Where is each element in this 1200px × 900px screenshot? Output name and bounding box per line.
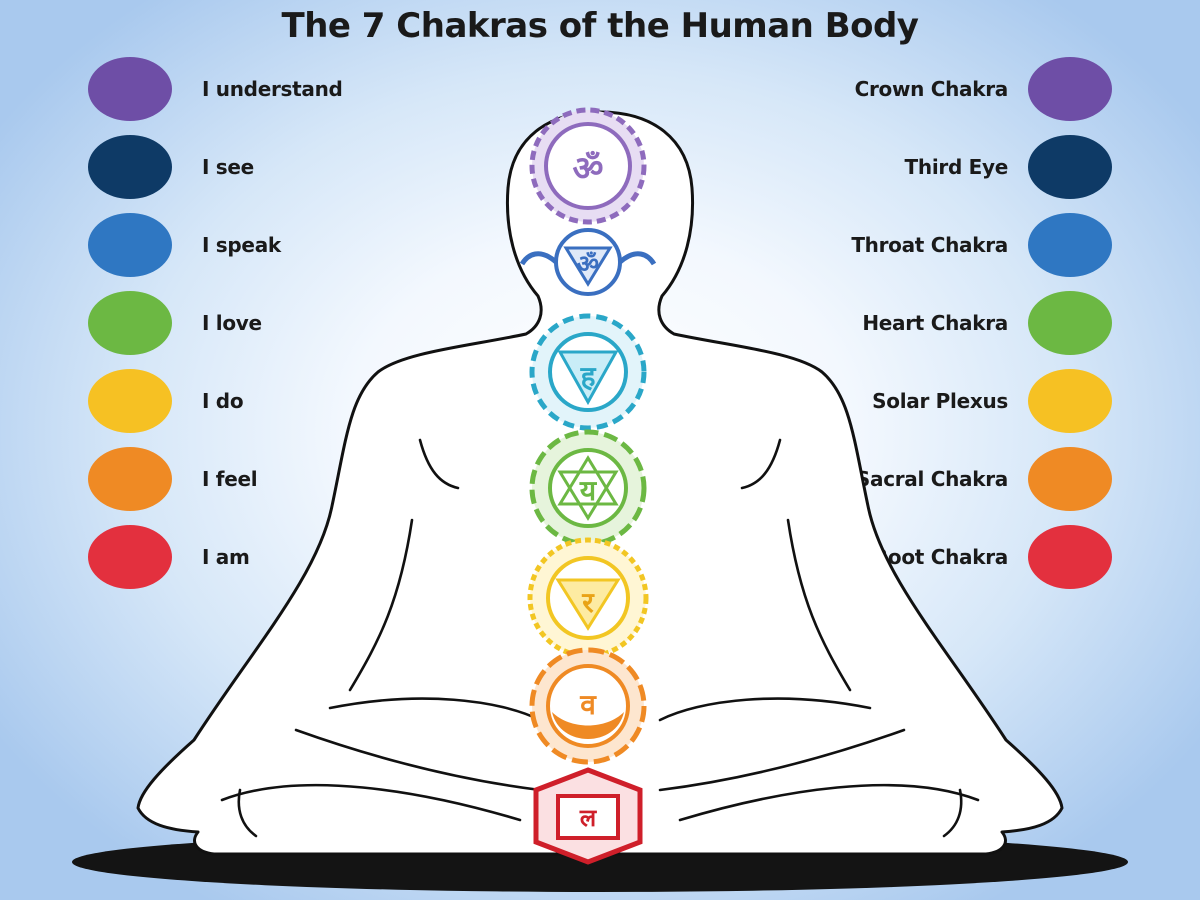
affirmation-label: I understand: [202, 77, 343, 101]
list-item: I understand: [88, 50, 418, 128]
ham-lotus-icon: ह: [580, 360, 597, 393]
list-item: Sacral Chakra: [782, 440, 1112, 518]
color-dot: [88, 369, 172, 433]
heart-chakra-symbol: य: [529, 429, 647, 547]
chakra-label: Third Eye: [904, 155, 1009, 179]
throat-chakra-symbol: ह: [529, 313, 647, 431]
sacral-chakra-symbol: व: [529, 647, 647, 765]
affirmation-label: I am: [202, 545, 250, 569]
color-dot: [88, 447, 172, 511]
list-item: I see: [88, 128, 418, 206]
body-detail-lines: [220, 438, 980, 838]
lam-lotus-icon: ल: [579, 804, 598, 832]
color-dot: [1028, 57, 1112, 121]
list-item: Throat Chakra: [782, 206, 1112, 284]
chakra-label: Throat Chakra: [851, 233, 1008, 257]
list-item: I love: [88, 284, 418, 362]
chakra-label: Heart Chakra: [862, 311, 1008, 335]
affirmation-label: I speak: [202, 233, 281, 257]
chakra-label: Sacral Chakra: [855, 467, 1008, 491]
color-dot: [1028, 213, 1112, 277]
root-chakra-symbol: ल: [533, 767, 643, 865]
list-item: I speak: [88, 206, 418, 284]
list-item: I feel: [88, 440, 418, 518]
list-item: Solar Plexus: [782, 362, 1112, 440]
color-dot: [1028, 291, 1112, 355]
list-item: Crown Chakra: [782, 50, 1112, 128]
page-title: The 7 Chakras of the Human Body: [281, 6, 919, 46]
affirmation-label: I love: [202, 311, 262, 335]
list-item: Root Chakra: [782, 518, 1112, 596]
ram-lotus-icon: र: [581, 586, 595, 619]
third-eye-symbol: ॐ: [519, 228, 657, 296]
color-dot: [1028, 369, 1112, 433]
chakra-label: Solar Plexus: [872, 389, 1008, 413]
color-dot: [1028, 447, 1112, 511]
color-dot: [88, 135, 172, 199]
list-item: I do: [88, 362, 418, 440]
list-item: I am: [88, 518, 418, 596]
chakra-label: Crown Chakra: [854, 77, 1009, 101]
om-lotus-icon: ॐ: [572, 149, 603, 189]
list-item: Heart Chakra: [782, 284, 1112, 362]
color-dot: [88, 291, 172, 355]
color-dot: [88, 213, 172, 277]
affirmation-label: I do: [202, 389, 244, 413]
color-dot: [88, 57, 172, 121]
crown-chakra-symbol: ॐ: [529, 107, 647, 225]
affirmation-label: I see: [202, 155, 254, 179]
affirmation-list: I understand I see I speak I love I do I…: [88, 50, 418, 596]
om-triangle-icon: ॐ: [577, 250, 599, 278]
yam-lotus-icon: य: [579, 474, 598, 507]
list-item: Third Eye: [782, 128, 1112, 206]
color-dot: [1028, 525, 1112, 589]
vam-lotus-icon: व: [579, 688, 597, 721]
color-dot: [88, 525, 172, 589]
solar-plexus-symbol: र: [527, 537, 649, 659]
color-dot: [1028, 135, 1112, 199]
affirmation-label: I feel: [202, 467, 258, 491]
chakra-name-list: Crown Chakra Third Eye Throat Chakra Hea…: [782, 50, 1112, 596]
chakra-label: Root Chakra: [872, 545, 1008, 569]
